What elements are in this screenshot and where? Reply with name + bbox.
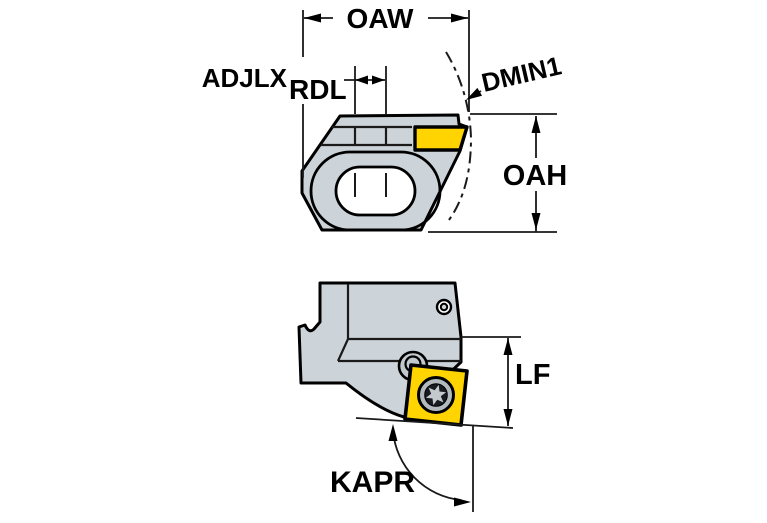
lf-arrow-bottom: [503, 409, 513, 426]
torx-star-icon: [425, 384, 447, 406]
rdl-dimension: RDL: [289, 66, 387, 114]
side-view-step-lines: [336, 284, 461, 363]
oaw-extension-lines: [302, 10, 470, 178]
oah-dimension: OAH: [428, 113, 567, 233]
top-view-centerline-ticks: [354, 173, 387, 197]
top-view-insert: [413, 125, 469, 152]
dmin1-label: DMIN1: [479, 50, 565, 97]
rdl-arrow-right: [372, 75, 385, 85]
kapr-angle-arc: [392, 430, 462, 501]
side-view-hole-inner: [439, 302, 449, 312]
rdl-dimension-lines: [344, 66, 387, 114]
dmin1-leader: DMIN1: [466, 50, 564, 100]
adjlx-label: ADJLX: [202, 63, 288, 93]
dmin1-arrowhead: [466, 87, 482, 100]
top-view-boss-outline: [309, 150, 442, 232]
rdl-arrow-left: [355, 75, 368, 85]
lf-dimension: LF: [461, 336, 550, 426]
lf-label: LF: [515, 359, 550, 391]
oah-label-background: [503, 158, 567, 191]
top-view-pocket-lines: [321, 125, 412, 147]
kapr-arrow-right: [454, 497, 471, 507]
kapr-label: KAPR: [330, 466, 415, 499]
oaw-label: OAW: [347, 3, 414, 34]
kapr-edge-reference-line: [355, 417, 514, 429]
torx-screw: [417, 376, 455, 414]
top-view-slot-hole: [334, 165, 417, 217]
oah-arrow-top: [531, 116, 541, 133]
kapr-arrow-up: [388, 424, 398, 441]
top-view: OAW ADJLX RDL DMIN1 OAH: [202, 3, 567, 233]
oaw-dimension: OAW: [302, 3, 470, 178]
oah-arrow-bottom: [531, 213, 541, 230]
oah-label: OAH: [503, 160, 567, 192]
oaw-arrow-left: [304, 13, 321, 23]
kapr-angle-dimension: KAPR: [330, 417, 514, 512]
oaw-arrow-right: [451, 13, 468, 23]
lf-arrow-top: [503, 338, 513, 355]
side-view: LF KAPR: [297, 281, 550, 512]
rdl-label: RDL: [289, 74, 347, 105]
